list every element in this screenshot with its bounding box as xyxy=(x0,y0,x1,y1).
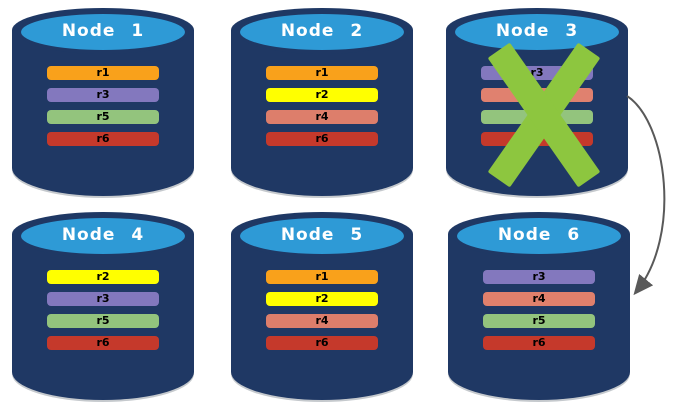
node-1-replicas: r1 r3 r5 r6 xyxy=(12,66,194,146)
replica-bar: r1 xyxy=(266,66,378,80)
node-title: Node 4 xyxy=(61,225,145,245)
replica-bar: r2 xyxy=(266,292,378,306)
failover-arrow-path xyxy=(626,95,666,296)
node-5-replicas: r1 r2 r4 r6 xyxy=(231,270,413,350)
node-2: Node 2 r1 r2 r4 r6 xyxy=(231,8,413,196)
replica-bar: r4 xyxy=(266,110,378,124)
replica-bar: r6 xyxy=(483,336,595,350)
node-6-replicas: r3 r4 r5 r6 xyxy=(448,270,630,350)
replica-bar: r2 xyxy=(266,88,378,102)
node-5-cylinder-top: Node 5 xyxy=(236,214,408,258)
node-title: Node 2 xyxy=(280,21,364,41)
node-title: Node 5 xyxy=(280,225,364,245)
node-4-cylinder-top: Node 4 xyxy=(17,214,189,258)
replica-bar: r6 xyxy=(47,132,159,146)
replica-bar: r1 xyxy=(266,270,378,284)
node-5: Node 5 r1 r2 r4 r6 xyxy=(231,212,413,400)
node-4: Node 4 r2 r3 r5 r6 xyxy=(12,212,194,400)
replica-bar: r3 xyxy=(47,292,159,306)
replica-bar: r3 xyxy=(483,270,595,284)
node-2-cylinder-top: Node 2 xyxy=(236,10,408,54)
replica-bar: r5 xyxy=(47,314,159,328)
replica-bar: r5 xyxy=(47,110,159,124)
replica-bar: r6 xyxy=(47,336,159,350)
failure-x-icon xyxy=(486,42,601,188)
replica-bar: r4 xyxy=(266,314,378,328)
replica-bar: r5 xyxy=(483,314,595,328)
replica-bar: r3 xyxy=(47,88,159,102)
node-6: Node 6 r3 r4 r5 r6 xyxy=(448,212,630,400)
node-2-replicas: r1 r2 r4 r6 xyxy=(231,66,413,146)
node-1: Node 1 r1 r3 r5 r6 xyxy=(12,8,194,196)
node-title: Node 1 xyxy=(61,21,145,41)
replica-bar: r2 xyxy=(47,270,159,284)
replica-bar: r6 xyxy=(266,336,378,350)
node-4-replicas: r2 r3 r5 r6 xyxy=(12,270,194,350)
replica-bar: r6 xyxy=(266,132,378,146)
node-1-cylinder-top: Node 1 xyxy=(17,10,189,54)
node-3-cylinder-top: Node 3 xyxy=(451,10,623,54)
replica-bar: r1 xyxy=(47,66,159,80)
node-title: Node 3 xyxy=(495,21,579,41)
replica-bar: r4 xyxy=(483,292,595,306)
node-title: Node 6 xyxy=(497,225,581,245)
node-6-cylinder-top: Node 6 xyxy=(453,214,625,258)
